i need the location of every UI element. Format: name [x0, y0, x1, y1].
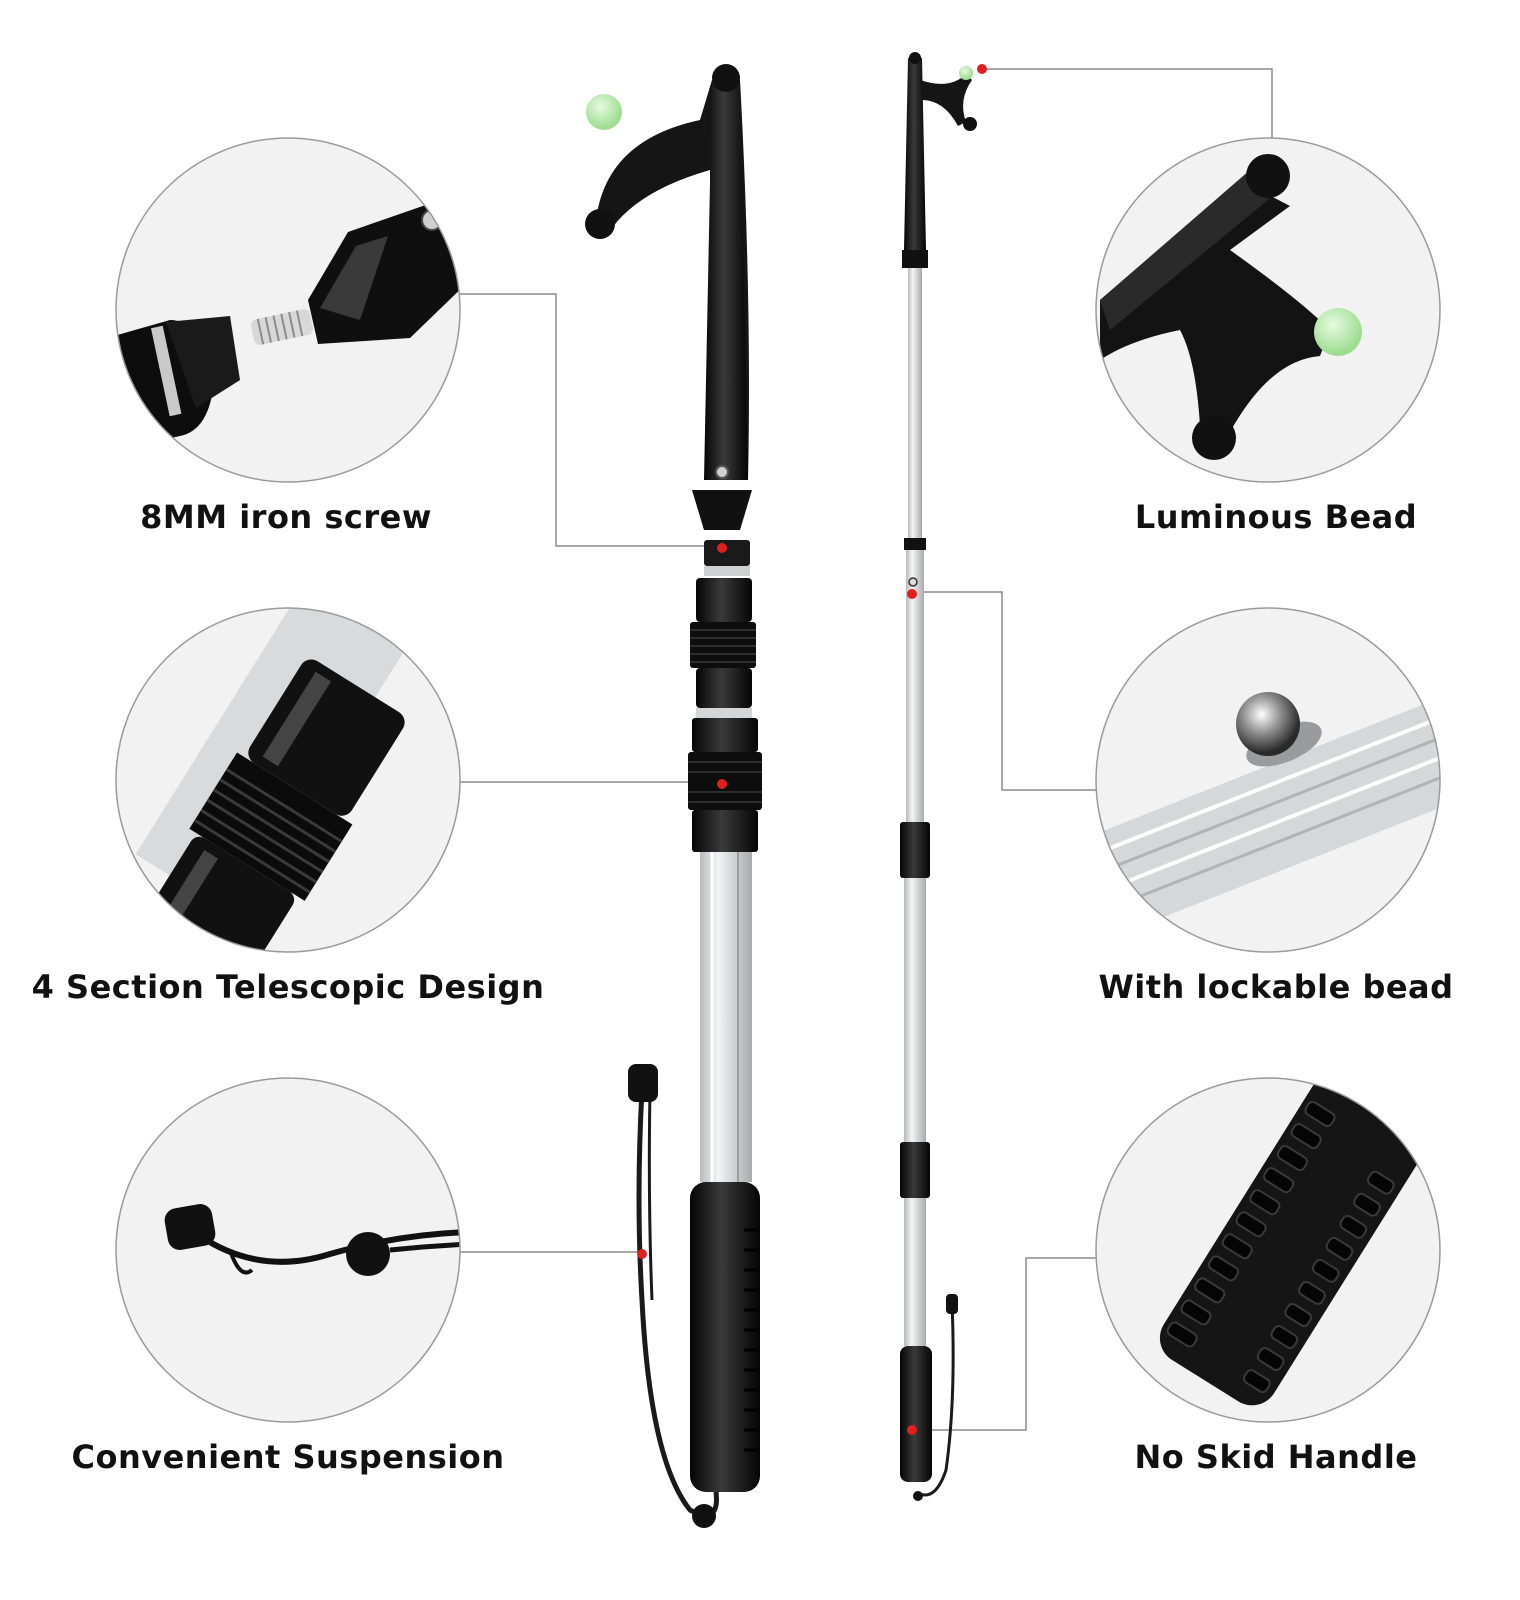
detail-circle-no-skid	[1095, 1077, 1441, 1423]
callout-line-no-skid	[912, 1257, 1100, 1431]
callout-dot-luminous-bead	[977, 64, 987, 74]
callout-line-lockable-bead	[912, 591, 1100, 791]
detail-circle-telescopic	[115, 607, 461, 953]
callout-dot-lockable-bead	[907, 589, 917, 599]
label-convenient-suspension: Convenient Suspension	[71, 1438, 505, 1476]
callout-line-luminous-bead	[982, 68, 1273, 140]
callout-dot-no-skid	[907, 1425, 917, 1435]
right-boat-hook	[900, 52, 977, 1501]
label-no-skid-handle: No Skid Handle	[1134, 1438, 1418, 1476]
callout-dot-iron-screw	[717, 543, 727, 553]
detail-circle-luminous-bead	[1095, 137, 1441, 483]
label-telescopic-design: 4 Section Telescopic Design	[31, 968, 545, 1006]
callout-dot-telescopic	[717, 779, 727, 789]
callout-dot-suspension	[637, 1249, 647, 1259]
callout-lines	[460, 68, 1273, 1431]
callout-dots	[637, 64, 987, 1435]
detail-circle-lockable-bead	[1095, 607, 1441, 953]
left-boat-hook	[585, 64, 762, 1528]
label-iron-screw: 8MM iron screw	[140, 498, 432, 536]
detail-circle-iron-screw	[115, 137, 461, 483]
label-lockable-bead: With lockable bead	[1098, 968, 1454, 1006]
callout-line-iron-screw	[460, 293, 716, 547]
label-luminous-bead: Luminous Bead	[1134, 498, 1418, 536]
detail-circle-suspension	[115, 1077, 461, 1423]
